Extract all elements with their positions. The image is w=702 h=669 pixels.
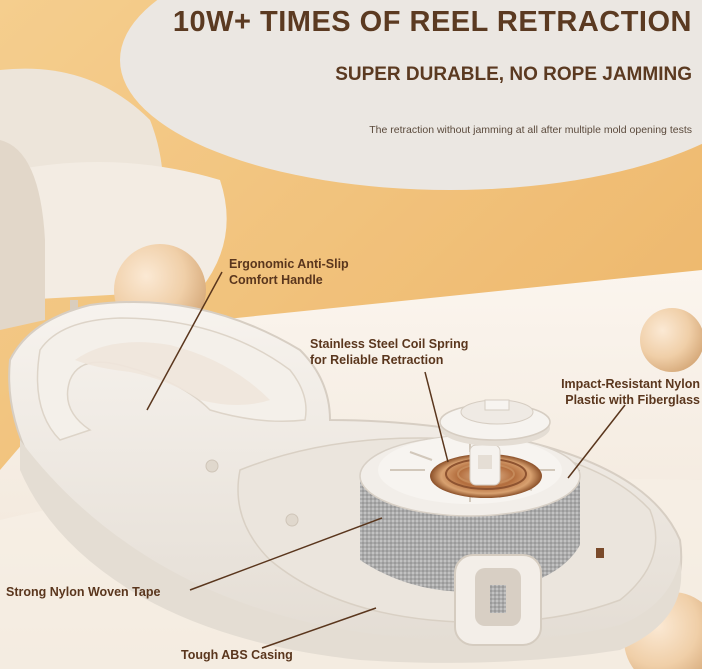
page-title: 10W+ TIMES OF REEL RETRACTION [172,6,692,38]
leader-nylon [567,404,626,479]
caption-text: The retraction without jamming at all af… [369,124,692,136]
leader-casing [261,607,377,649]
callout-handle: Ergonomic Anti-Slip Comfort Handle [229,257,349,287]
callout-tape: Strong Nylon Woven Tape [6,585,161,599]
page-subtitle: SUPER DURABLE, NO ROPE JAMMING [335,64,692,85]
callout-spring: Stainless Steel Coil Spring for Reliable… [310,337,469,367]
leader-spring [424,371,449,463]
callout-casing: Tough ABS Casing [181,648,293,662]
callout-nylon: Impact-Resistant Nylon Plastic with Fibe… [561,377,700,407]
spring-cap [439,399,551,446]
leader-tape [189,517,383,591]
tape-clip [454,554,542,646]
leader-handle [146,271,223,411]
decor-ball-right [640,308,702,372]
coil-spring [430,444,542,498]
